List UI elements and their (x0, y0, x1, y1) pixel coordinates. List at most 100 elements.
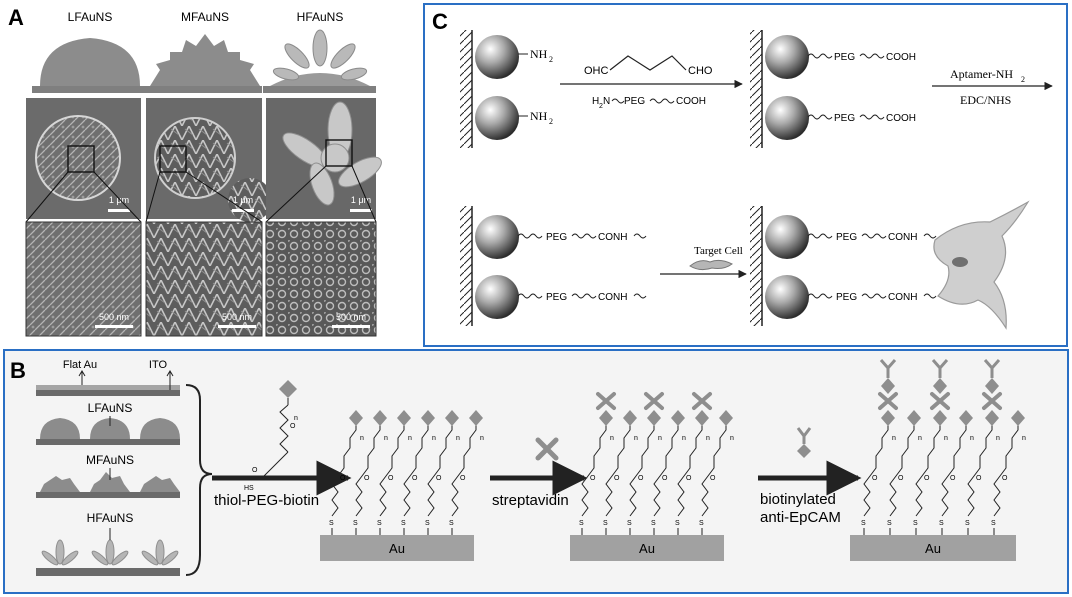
svg-text:O: O (340, 475, 346, 482)
svg-text:O: O (1002, 475, 1008, 482)
scale-um-1: 1 μm (109, 195, 129, 205)
thiol-peg-chain: SOn (353, 410, 388, 535)
svg-text:O: O (898, 475, 904, 482)
b-brace (185, 384, 213, 576)
thiol-peg-chain: S On (913, 359, 950, 535)
thiol-peg-chain: SOn (991, 410, 1026, 535)
svg-text:O: O (638, 475, 644, 482)
svg-text:O: O (388, 475, 394, 482)
svg-text:S: S (627, 520, 632, 527)
thiol-peg-chain: SOn (329, 410, 364, 535)
svg-text:CONH: CONH (598, 232, 627, 243)
svg-text:PEG: PEG (834, 52, 855, 63)
svg-text:n: n (480, 435, 484, 442)
svg-text:S: S (699, 520, 704, 527)
b-au-substrate-3: Au (850, 535, 1016, 561)
scale-nm-3: 500 nm (336, 312, 366, 322)
svg-text:S: S (425, 520, 430, 527)
svg-text:COOH: COOH (676, 96, 706, 107)
svg-text:S: S (401, 520, 406, 527)
c-nh2-1: NH (530, 47, 548, 61)
svg-text:S: S (887, 520, 892, 527)
svg-text:n: n (432, 435, 436, 442)
svg-text:Aptamer-NH: Aptamer-NH (950, 67, 1013, 81)
svg-text:Au: Au (639, 541, 655, 556)
svg-text:Au: Au (925, 541, 941, 556)
thiol-peg-chain: S On (425, 410, 460, 535)
b-step2-label: streptavidin (492, 492, 569, 509)
b-au-substrate-2: Au (570, 535, 724, 561)
svg-text:S: S (965, 520, 970, 527)
thiol-peg-chain: SOn (603, 410, 638, 535)
panel-b: B Flat Au ITO LFAuNS MFAuNS HFAuNS (3, 349, 1069, 594)
thiol-peg-chain: SOn (699, 410, 734, 535)
svg-text:O: O (924, 475, 930, 482)
svg-text:Target Cell: Target Cell (694, 245, 743, 257)
svg-text:O: O (590, 475, 596, 482)
svg-text:O: O (436, 475, 442, 482)
b-hf-substrate (36, 528, 180, 576)
svg-text:S: S (651, 520, 656, 527)
thiol-peg-chain: S On (449, 410, 484, 535)
svg-text:n: n (996, 435, 1000, 442)
panel-a-label-hf: HFAuNS (297, 10, 344, 24)
thiol-peg-chain: S On (675, 392, 712, 535)
sem-lf-high (25, 221, 142, 337)
scale-nm-1: 500 nm (99, 312, 129, 322)
panel-a-label-mf: MFAuNS (181, 10, 229, 24)
scale-um-2: 1 μm (233, 195, 253, 205)
svg-text:O: O (686, 475, 692, 482)
svg-text:S: S (603, 520, 608, 527)
panel-a: A LFAuNS MFAuNS HFAuNS (8, 5, 382, 337)
svg-text:n: n (1022, 435, 1026, 442)
svg-text:2: 2 (549, 117, 553, 126)
svg-text:n: n (918, 435, 922, 442)
svg-text:N: N (603, 96, 610, 107)
svg-text:O: O (460, 475, 466, 482)
svg-text:O: O (872, 475, 878, 482)
svg-text:n: n (706, 435, 710, 442)
svg-text:n: n (892, 435, 896, 442)
zoom-lines (25, 165, 377, 223)
c-reaction3: Target Cell (660, 245, 747, 279)
svg-text:S: S (579, 520, 584, 527)
svg-text:CONH: CONH (888, 232, 917, 243)
svg-text:n: n (610, 435, 614, 442)
c-row1-wall2: PEG COOH PEG COOH (750, 30, 916, 148)
svg-text:n: n (408, 435, 412, 442)
svg-text:PEG: PEG (546, 292, 567, 303)
streptavidin-icon (535, 437, 559, 461)
sem-mf-high (145, 221, 263, 337)
svg-text:2: 2 (549, 55, 553, 64)
b-peg-biotin-molecule: O n O HS (244, 380, 298, 492)
panel-a-label-lf: LFAuNS (68, 10, 113, 24)
svg-text:n: n (456, 435, 460, 442)
c-reaction1: OHC CHO H 2 N PEG COOH (560, 55, 743, 110)
scale-nm-2: 500 nm (222, 312, 252, 322)
svg-text:HS: HS (244, 485, 254, 492)
svg-text:S: S (353, 520, 358, 527)
thiol-peg-chain: S On (377, 410, 412, 535)
b-step3-label-b: anti-EpCAM (760, 509, 841, 526)
hf-schematic (263, 29, 376, 93)
svg-text:PEG: PEG (834, 113, 855, 124)
b-molecule-chains: SOnSOnSOnSOnSOnSOnSOnSOnSOnSOnSOnSOnSOnS… (329, 359, 1026, 535)
c-row1-wall1: NH 2 NH 2 (460, 30, 553, 148)
c-reaction2: Aptamer-NH 2 EDC/NHS (932, 67, 1053, 107)
lf-schematic (32, 38, 148, 93)
svg-text:S: S (939, 520, 944, 527)
svg-text:OHC: OHC (584, 65, 609, 77)
svg-text:O: O (412, 475, 418, 482)
svg-text:n: n (294, 415, 298, 422)
mf-schematic (146, 34, 262, 93)
svg-text:O: O (290, 423, 296, 430)
panel-b-letter: B (10, 358, 26, 383)
svg-text:n: n (682, 435, 686, 442)
c-row2-wall1: PEG CONH PEG CONH (460, 206, 647, 326)
svg-text:S: S (449, 520, 454, 527)
thiol-peg-chain: S On (401, 410, 436, 535)
svg-text:HFAuNS: HFAuNS (87, 511, 134, 525)
svg-text:n: n (970, 435, 974, 442)
svg-text:Au: Au (389, 541, 405, 556)
